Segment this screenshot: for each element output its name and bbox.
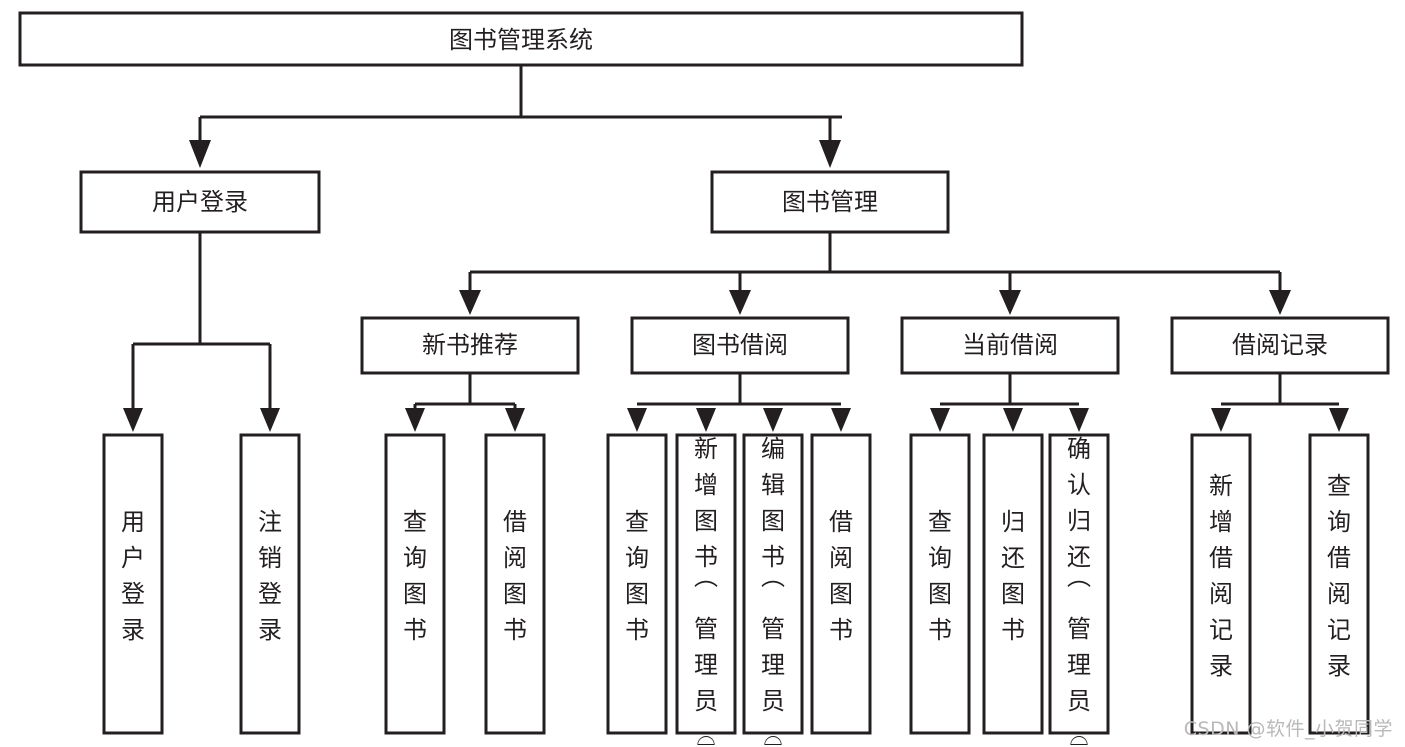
arrow-records-to-query (1329, 408, 1349, 432)
arrow-bookmgmt-to-newbook (459, 290, 481, 315)
arrow-records-to-add (1211, 408, 1231, 432)
arrow-userlogin-to-login (123, 408, 143, 432)
leaf-node-3-box[interactable] (484, 433, 546, 735)
arrow-userlogin-to-logout (260, 408, 280, 432)
leaf-node-11[interactable]: 新增借阅记录 (1190, 433, 1252, 735)
node-root-system[interactable]: 图书管理系统 (18, 11, 1024, 67)
leaf-node-0-box[interactable] (102, 433, 164, 735)
leaf-node-2[interactable]: 查询图书 (384, 433, 446, 735)
arrow-bookmgmt-to-records (1269, 290, 1291, 315)
leaf-node-1-label: 注销登录 (258, 508, 282, 644)
node-current-borrow-label: 当前借阅 (962, 331, 1058, 359)
leaf-node-4[interactable]: 查询图书 (606, 433, 668, 735)
leaf-node-6-box[interactable] (742, 433, 804, 735)
node-user-login-box[interactable] (79, 170, 321, 234)
leaf-node-10-label: 确认归还⌒管理员⌓ (1067, 435, 1091, 747)
leaf-node-8-label: 查询图书 (928, 508, 952, 644)
node-root-system-box[interactable] (18, 11, 1024, 67)
arrow-newbook-to-query (405, 408, 425, 432)
arrow-current-to-confirm (1069, 408, 1089, 432)
leaf-node-8-box[interactable] (909, 433, 971, 735)
leaf-node-11-label: 新增借阅记录 (1209, 472, 1233, 680)
arrow-current-to-return (1003, 408, 1023, 432)
node-book-borrow-label: 图书借阅 (692, 331, 788, 359)
arrow-borrow-to-editbook (763, 408, 783, 432)
leaf-node-10-box[interactable] (1048, 433, 1110, 735)
arrow-root-to-book-mgmt (819, 140, 841, 168)
leaf-node-12-label: 查询借阅记录 (1327, 472, 1351, 680)
leaf-node-2-label: 查询图书 (403, 508, 427, 644)
leaf-node-6[interactable]: 编辑图书⌒管理员⌓ (742, 433, 804, 747)
leaf-node-9-label: 归还图书 (1001, 508, 1025, 644)
leaf-node-8[interactable]: 查询图书 (909, 433, 971, 735)
connector-layer (123, 65, 1349, 432)
node-new-book-recommend-label: 新书推荐 (422, 331, 518, 359)
leaf-node-7-label: 借阅图书 (829, 508, 853, 644)
leaf-node-5[interactable]: 新增图书⌒管理员⌓ (675, 433, 737, 747)
leaf-node-3-label: 借阅图书 (503, 508, 527, 644)
leaf-node-6-label: 编辑图书⌒管理员⌓ (761, 435, 785, 747)
node-borrow-records-label: 借阅记录 (1232, 331, 1328, 359)
leaf-node-7[interactable]: 借阅图书 (810, 433, 872, 735)
node-user-login-label: 用户登录 (152, 188, 248, 216)
node-book-management-box[interactable] (710, 170, 950, 234)
leaf-node-5-box[interactable] (675, 433, 737, 735)
node-book-borrow-box[interactable] (630, 316, 850, 375)
node-current-borrow-box[interactable] (900, 316, 1120, 375)
leaf-node-layer: 用户登录 注销登录 查询图书 借阅图书 查询图书 新增图书⌒管理员⌓ 编辑图书⌒管理员⌓ 借阅… (102, 433, 1370, 747)
leaf-node-4-label: 查询图书 (625, 508, 649, 644)
leaf-node-0[interactable]: 用户登录 (102, 433, 164, 735)
arrow-bookmgmt-to-current (999, 290, 1021, 315)
node-new-book-recommend[interactable]: 新书推荐 (360, 316, 580, 375)
leaf-node-7-box[interactable] (810, 433, 872, 735)
node-current-borrow[interactable]: 当前借阅 (900, 316, 1120, 375)
node-book-borrow[interactable]: 图书借阅 (630, 316, 850, 375)
node-book-management[interactable]: 图书管理 (710, 170, 950, 234)
leaf-node-10[interactable]: 确认归还⌒管理员⌓ (1048, 433, 1110, 747)
node-book-management-label: 图书管理 (782, 188, 878, 216)
node-borrow-records-box[interactable] (1170, 316, 1390, 375)
arrow-current-to-query (930, 408, 950, 432)
arrow-bookmgmt-to-borrow (729, 290, 751, 315)
leaf-node-11-box[interactable] (1190, 433, 1252, 735)
arrow-borrow-to-query (627, 408, 647, 432)
node-user-login[interactable]: 用户登录 (79, 170, 321, 234)
arrow-borrow-to-addbook (696, 408, 716, 432)
leaf-node-12[interactable]: 查询借阅记录 (1308, 433, 1370, 735)
leaf-node-1-box[interactable] (239, 433, 301, 735)
leaf-node-9[interactable]: 归还图书 (982, 433, 1044, 735)
leaf-node-0-label: 用户登录 (121, 508, 145, 644)
arrow-root-to-user-login (189, 140, 211, 168)
leaf-node-4-box[interactable] (606, 433, 668, 735)
node-new-book-recommend-box[interactable] (360, 316, 580, 375)
leaf-node-9-box[interactable] (982, 433, 1044, 735)
node-root-system-label: 图书管理系统 (449, 26, 593, 54)
arrow-newbook-to-borrow (505, 408, 525, 432)
arrow-borrow-to-borrowbook (831, 408, 851, 432)
leaf-node-2-box[interactable] (384, 433, 446, 735)
leaf-node-12-box[interactable] (1308, 433, 1370, 735)
leaf-node-1[interactable]: 注销登录 (239, 433, 301, 735)
leaf-node-3[interactable]: 借阅图书 (484, 433, 546, 735)
node-borrow-records[interactable]: 借阅记录 (1170, 316, 1390, 375)
leaf-node-5-label: 新增图书⌒管理员⌓ (694, 435, 718, 747)
